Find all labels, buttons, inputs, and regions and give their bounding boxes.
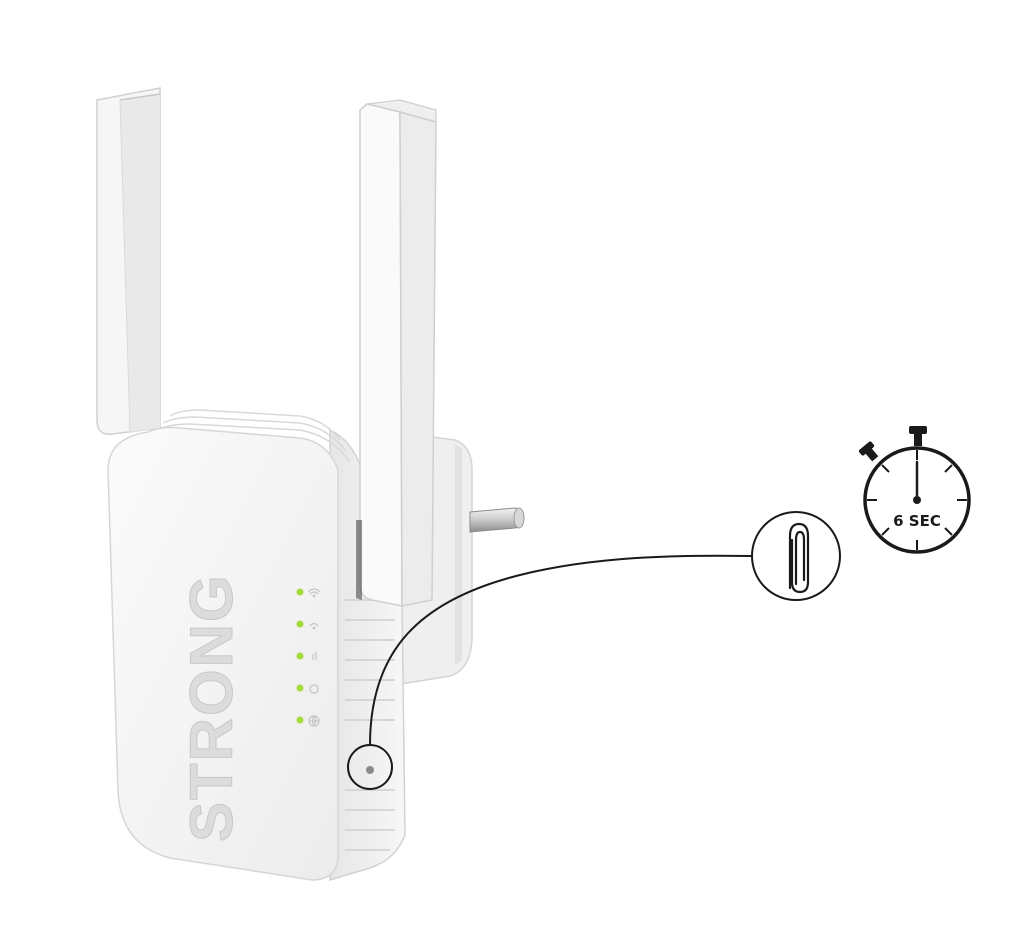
led-dot: [296, 620, 304, 628]
top-layers: [155, 409, 351, 463]
wifi-icon: [307, 588, 321, 598]
left-antenna: [96, 87, 161, 435]
wifi-5g-icon: [309, 622, 319, 630]
led-dot: [296, 652, 304, 660]
stopwatch-icon: 6 SEC: [858, 426, 971, 554]
brand-logo: STRONG: [178, 573, 245, 842]
led-dot: [296, 716, 304, 724]
right-antenna: [356, 99, 437, 607]
led-dot: [296, 588, 304, 596]
wifi-repeater: STRONG: [96, 87, 525, 882]
front-panel: STRONG: [107, 426, 339, 881]
ethernet-icon: [309, 684, 319, 694]
led-dot: [296, 684, 304, 692]
callout-line: [369, 554, 753, 746]
reset-hole[interactable]: [366, 766, 374, 774]
paperclip-icon: [751, 511, 841, 601]
led-indicators: [296, 588, 321, 728]
plug-pin: [469, 507, 525, 533]
signal-icon: [312, 652, 317, 660]
timer-label: 6 SEC: [893, 512, 941, 530]
globe-icon: [308, 715, 320, 728]
reset-callout: [347, 511, 841, 790]
